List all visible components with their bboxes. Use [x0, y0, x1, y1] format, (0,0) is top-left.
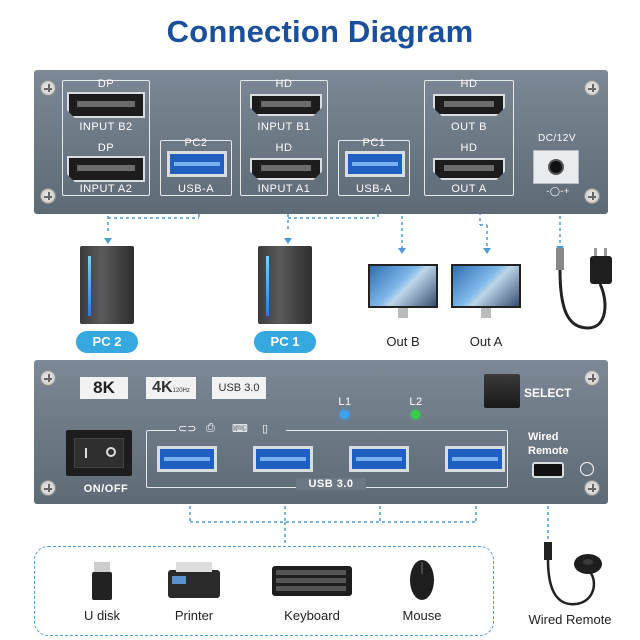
4k-badge-text: 4K: [152, 379, 173, 396]
front-usb-port-2[interactable]: [253, 446, 313, 472]
screw-icon: [584, 80, 600, 96]
hd-outb-top-label: HD: [460, 78, 478, 90]
hd-group-outline: [240, 80, 328, 196]
peripheral-u-disk: U disk: [83, 608, 121, 623]
l2-label: L2: [409, 396, 423, 408]
printer-device-icon: [168, 562, 220, 598]
mouse-icon: ▯: [262, 423, 269, 435]
dp-bottom-label: DP: [97, 142, 115, 154]
monitor-b-stand: [398, 308, 408, 318]
pc2-badge: PC 2: [76, 331, 138, 353]
keyboard-icon: ⌨: [232, 423, 248, 435]
front-usb-port-4[interactable]: [445, 446, 505, 472]
printer-icon: ⎙: [206, 422, 215, 434]
dc-jack[interactable]: [533, 150, 579, 184]
dp-port-b2[interactable]: [67, 92, 145, 118]
u-disk-icon: ⊂⊃: [178, 423, 197, 435]
out-group-outline: [424, 80, 514, 196]
out-b-caption: Out B: [386, 334, 420, 349]
pc1-usb-a-label: USB-A: [355, 183, 393, 195]
hd-outa-top-label: HD: [460, 142, 478, 154]
pc2-label: PC2: [184, 137, 208, 149]
front-usb-port-1[interactable]: [157, 446, 217, 472]
pc2-usb-outline: [160, 140, 232, 196]
screw-icon: [584, 480, 600, 496]
peripheral-keyboard: Keyboard: [284, 608, 340, 623]
4k-badge: 4K120Hz: [146, 377, 196, 399]
select-button[interactable]: [484, 374, 520, 408]
hdmi-port-a1[interactable]: [250, 158, 322, 180]
l1-led: [340, 410, 349, 419]
hdmi-port-out-b[interactable]: [433, 94, 505, 116]
out-a-caption: Out A: [469, 334, 503, 349]
pc2-usb-port[interactable]: [167, 151, 227, 177]
peripherals-box: [34, 546, 494, 636]
wired-remote-icon: [544, 542, 602, 606]
dp-port-a2[interactable]: [67, 156, 145, 182]
peripheral-mouse: Mouse: [402, 608, 442, 623]
pc1-badge: PC 1: [254, 331, 316, 353]
pc1-usb-port[interactable]: [345, 151, 405, 177]
screw-icon: [40, 188, 56, 204]
screw-icon: [584, 188, 600, 204]
wired-remote-port-label: Wired Remote: [528, 431, 569, 457]
hdmi-port-out-a[interactable]: [433, 158, 505, 180]
remote-port-icon: [580, 462, 594, 476]
input-b1-label: INPUT B1: [257, 121, 311, 133]
pc1-tower-icon: [258, 246, 312, 324]
l1-label: L1: [338, 396, 352, 408]
monitor-b-icon: [368, 264, 438, 308]
usb-badge: USB 3.0: [212, 377, 266, 399]
dc-label: DC/12V: [537, 133, 576, 144]
input-a2-label: INPUT A2: [79, 183, 133, 195]
usb30-label: USB 3.0: [296, 478, 366, 490]
out-a-label: OUT A: [451, 183, 487, 195]
screw-icon: [40, 80, 56, 96]
u-disk-device-icon: [92, 562, 112, 600]
input-a1-label: INPUT A1: [257, 183, 311, 195]
monitor-a-stand: [481, 308, 491, 318]
hdmi-port-b1[interactable]: [250, 94, 322, 116]
8k-badge: 8K: [80, 377, 128, 399]
pc1-label: PC1: [362, 137, 386, 149]
hd-a1-top-label: HD: [275, 142, 293, 154]
wired-remote-port[interactable]: [532, 462, 564, 478]
power-adapter-icon: [556, 248, 612, 330]
select-label: SELECT: [524, 386, 572, 400]
pc2-usb-a-label: USB-A: [177, 183, 215, 195]
hd-b1-top-label: HD: [275, 78, 293, 90]
diagram-title: Connection Diagram: [166, 14, 474, 49]
front-usb-port-3[interactable]: [349, 446, 409, 472]
out-b-label: OUT B: [451, 121, 487, 133]
screw-icon: [40, 480, 56, 496]
dp-group-outline: [62, 80, 150, 196]
onoff-label: ON/OFF: [83, 483, 129, 495]
wired-remote-caption: Wired Remote: [528, 612, 612, 627]
mouse-device-icon: [410, 560, 434, 600]
dp-top-label: DP: [97, 78, 115, 90]
4k-badge-sub: 120Hz: [172, 388, 190, 394]
l2-led: [411, 410, 420, 419]
device-icons-strip: ⊂⊃ ⎙ ⌨ ▯: [176, 422, 286, 436]
dc-polarity-label: -◯-+: [546, 186, 570, 196]
input-b2-label: INPUT B2: [79, 121, 133, 133]
peripheral-printer: Printer: [174, 608, 214, 623]
monitor-a-icon: [451, 264, 521, 308]
keyboard-device-icon: [272, 566, 352, 596]
pc2-tower-icon: [80, 246, 134, 324]
screw-icon: [40, 370, 56, 386]
power-switch[interactable]: [66, 430, 132, 476]
screw-icon: [584, 370, 600, 386]
pc1-usb-outline: [338, 140, 410, 196]
